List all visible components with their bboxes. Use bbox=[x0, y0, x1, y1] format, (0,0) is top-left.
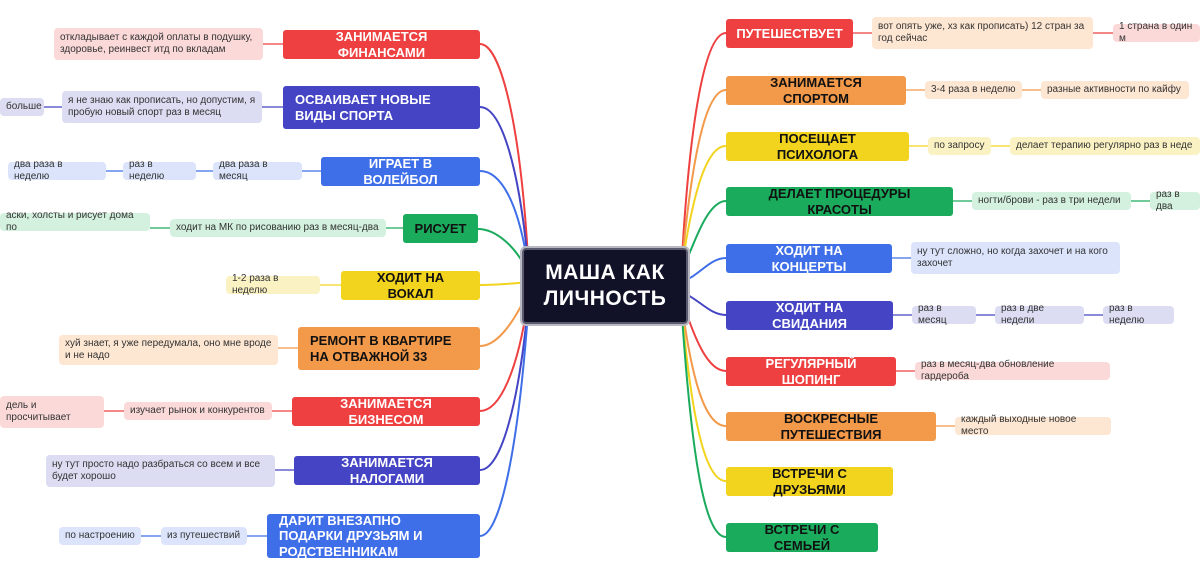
leaf-business-calculates[interactable]: дель и просчитывает bbox=[0, 396, 104, 428]
leaf-beauty-nails[interactable]: ногти/брови - раз в три недели bbox=[972, 192, 1131, 210]
leaf-volleyball-twice-month[interactable]: два раза в месяц bbox=[213, 159, 302, 182]
topic-friends[interactable]: ВСТРЕЧИ С ДРУЗЬЯМИ bbox=[726, 466, 893, 497]
leaf-sport-activities[interactable]: разные активности по кайфу bbox=[1041, 81, 1189, 99]
leaf-volleyball-twice-week[interactable]: два раза в неделю bbox=[8, 159, 106, 182]
branch-line-sport bbox=[681, 89, 727, 263]
topic-sunday-trips[interactable]: ВОСКРЕСНЫЕ ПУТЕШЕСТВИЯ bbox=[726, 411, 936, 442]
branch-line-beauty bbox=[681, 200, 727, 273]
topic-gifts[interactable]: ДАРИТ ВНЕЗАПНО ПОДАРКИ ДРУЗЬЯМ И РОДСТВЕ… bbox=[267, 513, 480, 559]
branch-line-finance bbox=[479, 43, 529, 259]
branch-line-gifts bbox=[479, 311, 529, 537]
leaf-travel-monthly[interactable]: 1 страна в один м bbox=[1113, 21, 1200, 44]
topic-taxes[interactable]: ЗАНИМАЕТСЯ НАЛОГАМИ bbox=[294, 455, 480, 486]
topic-beauty[interactable]: ДЕЛАЕТ ПРОЦЕДУРЫ КРАСОТЫ bbox=[726, 186, 953, 217]
leaf-psychologist-on-request[interactable]: по запросу bbox=[928, 137, 991, 155]
leaf-sport-frequency[interactable]: 3-4 раза в неделю bbox=[925, 81, 1022, 99]
topic-vocal[interactable]: ХОДИТ НА ВОКАЛ bbox=[341, 270, 480, 301]
branch-line-family bbox=[681, 315, 727, 538]
topic-psychologist[interactable]: ПОСЕЩАЕТ ПСИХОЛОГА bbox=[726, 131, 909, 162]
leaf-beauty-twice[interactable]: раз в два bbox=[1150, 189, 1200, 212]
leaf-dates-biweekly[interactable]: раз в две недели bbox=[995, 303, 1084, 326]
leaf-new-sports-monthly[interactable]: я не знаю как прописать, но допустим, я … bbox=[62, 91, 262, 123]
topic-new-sports[interactable]: ОСВАИВАЕТ НОВЫЕ ВИДЫ СПОРТА bbox=[283, 86, 480, 129]
branch-line-concerts bbox=[681, 257, 727, 283]
leaf-renovation-changed-mind[interactable]: хуй знает, я уже передумала, оно мне вро… bbox=[59, 335, 278, 365]
branch-line-psychologist bbox=[681, 145, 727, 267]
leaf-dates-weekly[interactable]: раз в неделю bbox=[1103, 303, 1174, 326]
leaf-volleyball-weekly[interactable]: раз в неделю bbox=[123, 159, 196, 182]
leaf-business-market[interactable]: изучает рынок и конкурентов bbox=[124, 402, 272, 420]
topic-finance[interactable]: ЗАНИМАЕТСЯ ФИНАНСАМИ bbox=[283, 29, 480, 60]
leaf-drawing-masterclass[interactable]: ходит на МК по рисованию раз в месяц-два bbox=[170, 219, 386, 237]
leaf-drawing-home[interactable]: аски, холсты и рисует дома по bbox=[0, 210, 150, 233]
branch-line-taxes bbox=[479, 305, 529, 471]
branch-line-new-sports bbox=[479, 106, 529, 263]
branch-line-sunday-trips bbox=[681, 305, 727, 427]
leaf-gifts-from-travel[interactable]: из путешествий bbox=[161, 527, 247, 545]
branch-line-drawing bbox=[477, 228, 529, 273]
leaf-sunday-trips-new-place[interactable]: каждый выходные новое место bbox=[955, 414, 1111, 437]
leaf-taxes-sort-out[interactable]: ну тут просто надо разбраться со всем и … bbox=[46, 455, 275, 487]
branch-line-vocal bbox=[479, 281, 529, 286]
branch-line-shopping bbox=[681, 299, 727, 372]
branch-line-volleyball bbox=[479, 170, 529, 267]
topic-renovation[interactable]: РЕМОНТ В КВАРТИРЕ НА ОТВАЖНОЙ 33 bbox=[298, 327, 480, 370]
topic-travel[interactable]: ПУТЕШЕСТВУЕТ bbox=[726, 19, 853, 48]
topic-volleyball[interactable]: ИГРАЕТ В ВОЛЕЙБОЛ bbox=[321, 156, 480, 187]
leaf-vocal-frequency[interactable]: 1-2 раза в неделю bbox=[226, 273, 320, 296]
topic-dates[interactable]: ХОДИТ НА СВИДАНИЯ bbox=[726, 300, 893, 331]
leaf-gifts-mood[interactable]: по настроению bbox=[59, 527, 141, 545]
leaf-concerts-whenever[interactable]: ну тут сложно, но когда захочет и на ког… bbox=[911, 242, 1120, 274]
branch-line-dates bbox=[681, 291, 727, 316]
leaf-travel-countries[interactable]: вот опять уже, хз как прописать) 12 стра… bbox=[872, 17, 1093, 49]
topic-sport[interactable]: ЗАНИМАЕТСЯ СПОРТОМ bbox=[726, 75, 906, 106]
topic-concerts[interactable]: ХОДИТ НА КОНЦЕРТЫ bbox=[726, 243, 892, 274]
topic-shopping[interactable]: РЕГУЛЯРНЫЙ ШОПИНГ bbox=[726, 356, 896, 387]
leaf-new-sports-more[interactable]: больше bbox=[0, 98, 44, 116]
leaf-finance-savings[interactable]: откладывает с каждой оплаты в подушку, з… bbox=[54, 28, 263, 60]
topic-business[interactable]: ЗАНИМАЕТСЯ БИЗНЕСОМ bbox=[292, 396, 480, 427]
leaf-dates-monthly[interactable]: раз в месяц bbox=[912, 303, 976, 326]
topic-family[interactable]: ВСТРЕЧИ С СЕМЬЕЙ bbox=[726, 522, 878, 553]
branch-line-friends bbox=[681, 311, 727, 482]
topic-drawing[interactable]: РИСУЕТ bbox=[403, 214, 478, 243]
branch-line-travel bbox=[681, 32, 727, 259]
leaf-shopping-wardrobe[interactable]: раз в месяц-два обновление гардероба bbox=[915, 359, 1110, 382]
central-topic[interactable]: МАША КАК ЛИЧНОСТЬ bbox=[520, 246, 690, 326]
leaf-psychologist-therapy[interactable]: делает терапию регулярно раз в неде bbox=[1010, 137, 1200, 155]
